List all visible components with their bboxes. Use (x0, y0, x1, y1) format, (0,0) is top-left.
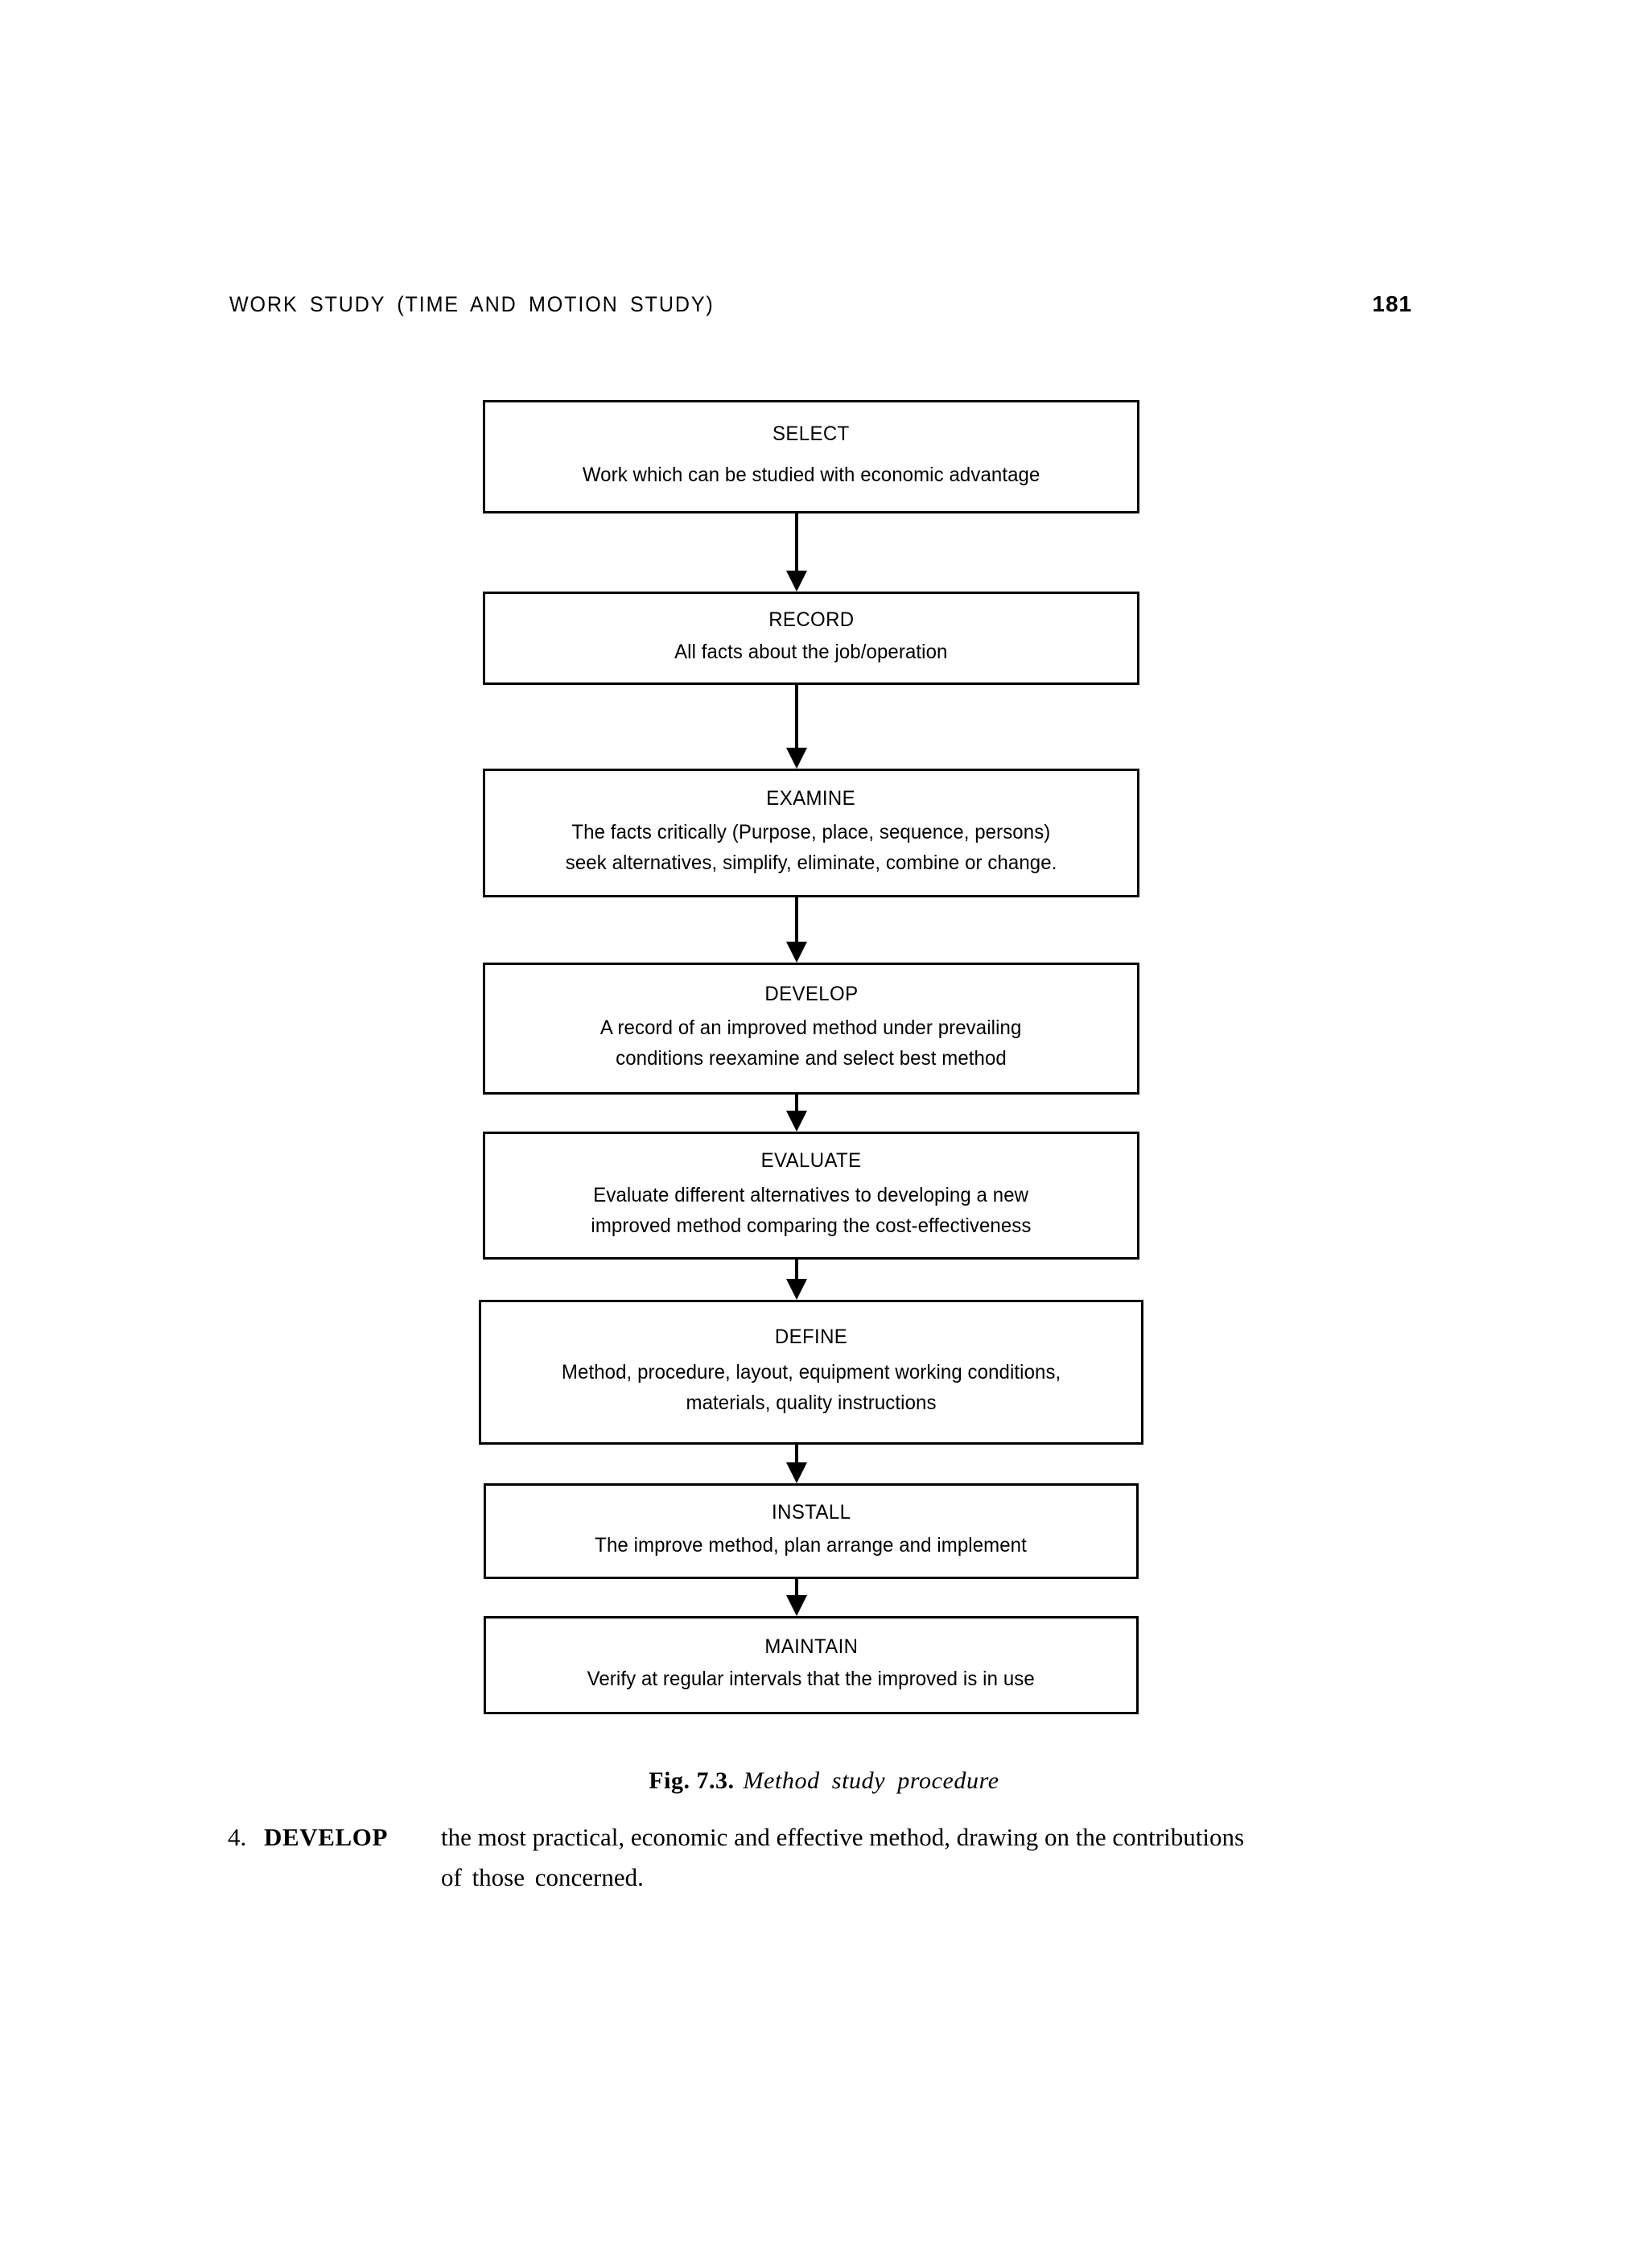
list-item-text-line-2: of those concerned. (441, 1863, 644, 1892)
flow-node-maintain-line-1: Verify at regular intervals that the imp… (587, 1668, 1036, 1691)
running-head-title: WORK STUDY (TIME AND MOTION STUDY) (229, 292, 715, 316)
flow-node-examine-title: EXAMINE (766, 786, 856, 810)
flow-node-select-title: SELECT (772, 422, 850, 445)
flow-arrow-develop-to-evaluate (786, 1095, 807, 1132)
flow-node-define-line-1: Method, procedure, layout, equipment wor… (561, 1361, 1061, 1384)
flow-node-develop: DEVELOP A record of an improved method u… (483, 963, 1139, 1095)
flow-node-evaluate-line-2: improved method comparing the cost-effec… (591, 1214, 1032, 1237)
page-number: 181 (1372, 291, 1412, 316)
flow-node-install-line-1: The improve method, plan arrange and imp… (595, 1533, 1028, 1557)
flow-arrow-select-to-record (786, 513, 807, 592)
flow-node-install: INSTALL The improve method, plan arrange… (484, 1483, 1139, 1579)
flow-node-examine: EXAMINE The facts critically (Purpose, p… (483, 769, 1139, 897)
flow-node-maintain-title: MAINTAIN (764, 1635, 858, 1658)
flow-node-define: DEFINE Method, procedure, layout, equipm… (479, 1300, 1143, 1445)
flow-node-develop-line-1: A record of an improved method under pre… (600, 1016, 1022, 1040)
flow-node-maintain: MAINTAIN Verify at regular intervals tha… (484, 1616, 1139, 1714)
flow-node-record-title: RECORD (768, 608, 855, 631)
flow-arrow-define-to-install (786, 1445, 807, 1483)
list-item-text: the most practical, economic and effecti… (441, 1817, 1419, 1898)
list-item-number: 4. (228, 1823, 247, 1851)
flow-node-define-title: DEFINE (774, 1325, 848, 1348)
flow-node-select: SELECT Work which can be studied with ec… (483, 400, 1139, 513)
flow-node-install-title: INSTALL (771, 1501, 851, 1524)
figure-caption-label: Fig. 7.3. (649, 1767, 735, 1794)
flow-node-develop-title: DEVELOP (764, 982, 859, 1005)
flow-node-record: RECORD All facts about the job/operation (483, 592, 1139, 685)
flow-arrow-evaluate-to-define (786, 1260, 807, 1300)
figure-caption-text: Method study procedure (743, 1767, 999, 1794)
flow-node-record-line-1: All facts about the job/operation (674, 641, 948, 664)
flow-node-evaluate-line-1: Evaluate different alternatives to devel… (593, 1183, 1029, 1206)
running-head: WORK STUDY (TIME AND MOTION STUDY) 181 (229, 291, 1412, 324)
flow-node-evaluate-title: EVALUATE (760, 1149, 862, 1173)
flow-node-examine-line-2: seek alternatives, simplify, eliminate, … (565, 852, 1057, 875)
flow-node-examine-line-1: The facts critically (Purpose, place, se… (571, 821, 1051, 844)
flow-node-evaluate: EVALUATE Evaluate different alternatives… (483, 1132, 1139, 1260)
flow-arrow-install-to-maintain (786, 1579, 807, 1616)
flow-node-develop-line-2: conditions reexamine and select best met… (616, 1047, 1007, 1070)
flow-node-define-line-2: materials, quality instructions (686, 1392, 937, 1415)
figure-caption: Fig. 7.3. Method study procedure (0, 1767, 1648, 1795)
list-item-keyword: DEVELOP (264, 1823, 389, 1851)
flow-arrow-examine-to-develop (786, 897, 807, 963)
flow-node-select-line-1: Work which can be studied with economic … (582, 464, 1040, 487)
flow-arrow-record-to-examine (786, 685, 807, 769)
list-item-text-line-1: the most practical, economic and effecti… (441, 1823, 1245, 1851)
